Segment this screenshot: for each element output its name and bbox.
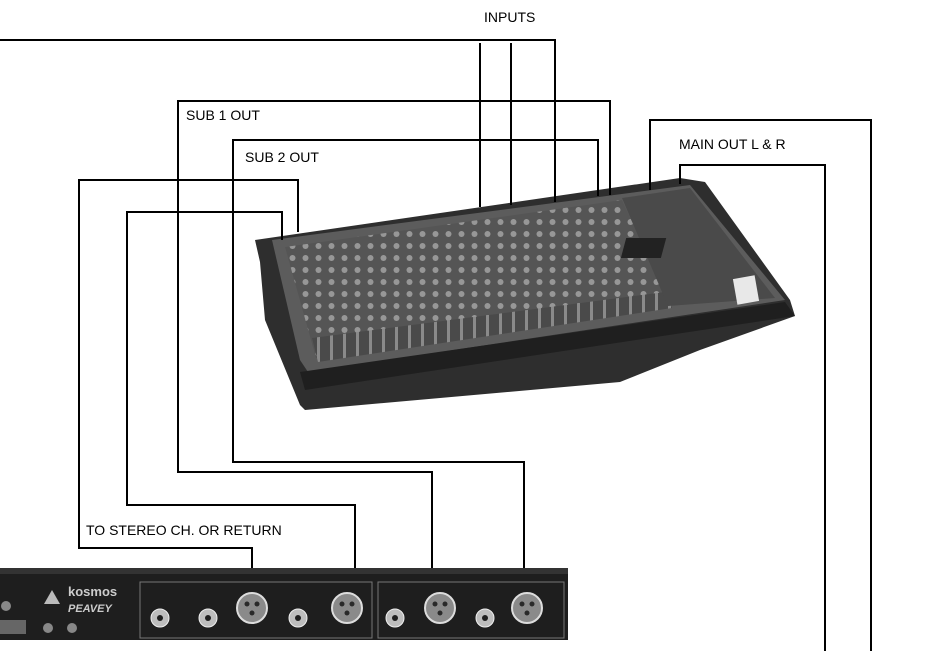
channel-strips (285, 200, 668, 358)
processor-logo: kosmos PEAVEY (44, 584, 117, 615)
label-main-out: MAIN OUT L & R (679, 136, 786, 152)
wiring-lines (0, 39, 872, 651)
xlr-connectors (236, 592, 543, 624)
xlr-2 (331, 592, 363, 624)
mixing-console (255, 178, 795, 410)
logo-brand-text: kosmos (68, 584, 117, 599)
section-frame-2 (377, 581, 565, 639)
label-sub1-out: SUB 1 OUT (186, 107, 260, 123)
master-display (732, 275, 760, 305)
switch-block (0, 620, 26, 634)
panel-body (0, 568, 568, 640)
xlr-1 (236, 592, 268, 624)
meter-bridge (620, 238, 667, 258)
xlr-4 (511, 592, 543, 624)
console-front-lip (300, 302, 795, 390)
wire-stereo-1 (78, 179, 299, 590)
wire-sub2-out (232, 139, 599, 588)
xlr-3 (424, 592, 456, 624)
label-to-stereo: TO STEREO CH. OR RETURN (86, 522, 282, 538)
label-inputs: INPUTS (484, 9, 536, 25)
jack-small-3 (67, 623, 77, 633)
section-frame-1 (139, 581, 373, 639)
wire-stereo-2 (126, 211, 356, 590)
logo-maker-text: PEAVEY (68, 603, 113, 615)
wire-main-out-r (679, 164, 826, 651)
wire-main-out-l (649, 119, 872, 651)
master-section (622, 188, 775, 306)
jack-small-2 (43, 623, 53, 633)
panel-top-rail (0, 568, 568, 574)
label-sub2-out: SUB 2 OUT (245, 149, 319, 165)
processor-rear-panel: kosmos PEAVEY (0, 568, 568, 640)
wire-left-edge-to-input (0, 39, 556, 202)
fader-row (312, 292, 672, 362)
jack-small-1 (1, 601, 11, 611)
wire-sub1-out (177, 100, 611, 588)
